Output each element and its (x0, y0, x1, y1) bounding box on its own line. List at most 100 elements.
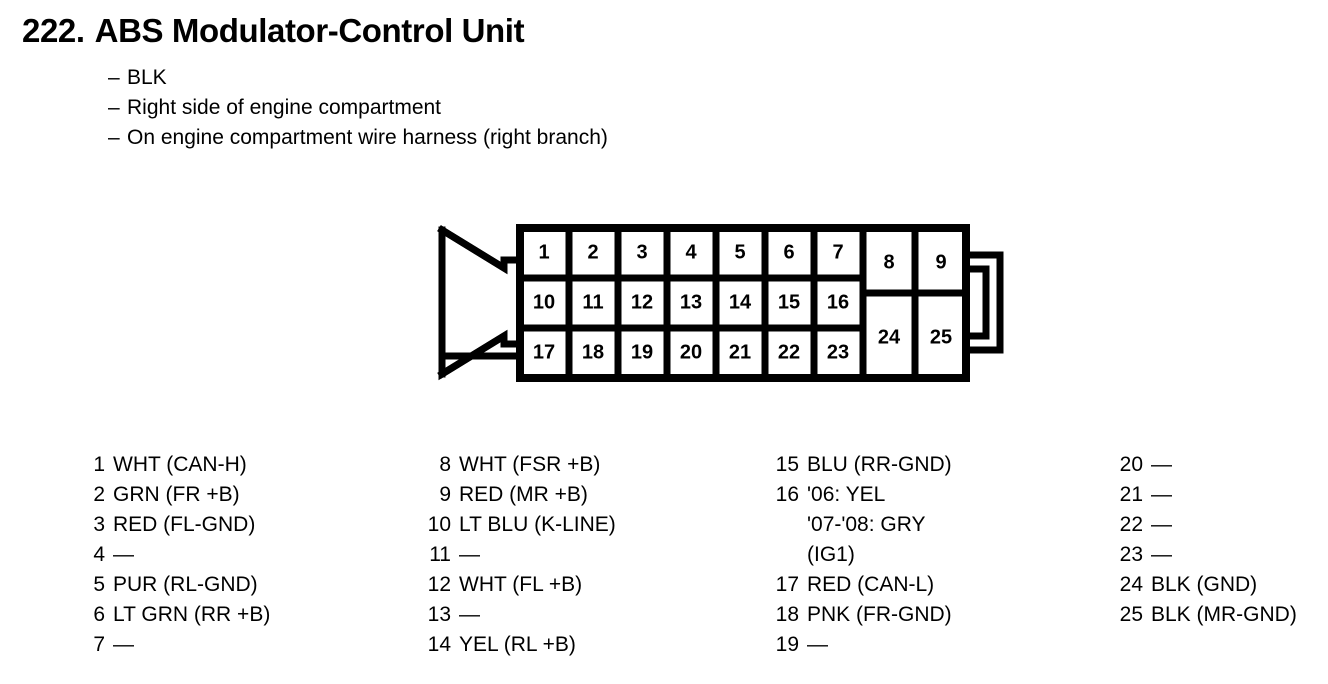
legend-pin-desc: RED (FL-GND) (113, 513, 256, 536)
legend-pin-desc: PNK (FR-GND) (807, 603, 952, 626)
pin-cell-label: 15 (778, 291, 800, 313)
legend-entry: 21 — (1116, 480, 1297, 510)
legend-pin-desc: — (113, 633, 134, 656)
legend-entry: 24 BLK (GND) (1116, 570, 1297, 600)
pin-cell-label: 9 (935, 251, 946, 273)
legend-entry: 6 LT GRN (RR +B) (88, 600, 270, 630)
legend-pin-desc: LT BLU (K-LINE) (459, 513, 616, 536)
legend-entry: 16 '06: YEL (772, 480, 952, 510)
connector-latch-bracket (962, 251, 1004, 354)
pin-cell-label: 23 (827, 341, 849, 363)
legend-column: 8 WHT (FSR +B) 9 RED (MR +B) 10 LT BLU (… (424, 450, 616, 660)
legend-pin-desc: — (1151, 453, 1172, 476)
legend-entry: 19 — (772, 630, 952, 660)
legend-pin-number: 8 (439, 453, 451, 476)
legend-column: 15 BLU (RR-GND) 16 '06: YEL '07-'08: GRY… (772, 450, 952, 660)
legend-pin-number: 5 (93, 573, 105, 596)
pin-cell-label: 13 (680, 291, 702, 313)
legend-pin-desc: — (459, 603, 480, 626)
pin-cell-label: 2 (587, 241, 598, 263)
pin-cell-label: 7 (832, 241, 843, 263)
bullet-dash-icon: – (108, 126, 120, 149)
subtitle-item: – BLK (108, 63, 808, 93)
legend-pin-number: 12 (427, 573, 451, 596)
legend-pin-desc: GRN (FR +B) (113, 483, 240, 506)
connector-boot-outline (437, 225, 524, 275)
legend-pin-desc: — (807, 633, 828, 656)
connector-latch-inner (962, 265, 990, 340)
legend-entry: 7 — (88, 630, 270, 660)
connector-body-outline (516, 224, 970, 382)
legend-entry: 23 — (1116, 540, 1297, 570)
pin-cell-label: 12 (631, 291, 653, 313)
legend-pin-number: 21 (1119, 483, 1143, 506)
legend-pin-number: 6 (93, 603, 105, 626)
pin-cell-label: 14 (729, 291, 752, 313)
bullet-dash-icon: – (108, 96, 120, 119)
legend-pin-number: 11 (429, 543, 451, 566)
legend-pin-number: 16 (775, 483, 799, 506)
legend-pin-number: 24 (1119, 573, 1143, 596)
pin-cell-label: 11 (582, 291, 603, 313)
pin-cell-label: 1 (538, 241, 549, 263)
legend-pin-subline: '07-'08: GRY (807, 513, 926, 536)
legend-pin-number: 13 (427, 603, 451, 626)
legend-pin-number: 15 (775, 453, 799, 476)
legend-entry: 1 WHT (CAN-H) (88, 450, 270, 480)
connector-pinout-diagram: 1 2 3 4 5 6 7 10 11 12 13 14 15 16 17 18… (432, 222, 1012, 392)
legend-pin-number: 14 (427, 633, 451, 656)
pin-cell-label: 10 (533, 291, 555, 313)
legend-pin-desc: — (1151, 483, 1172, 506)
legend-pin-desc: YEL (RL +B) (459, 633, 576, 656)
pin-cell-label: 16 (827, 291, 849, 313)
pin-cell-label: 18 (582, 341, 604, 363)
subtitle-text: BLK (127, 66, 167, 89)
bullet-dash-icon: – (108, 66, 120, 89)
legend-pin-number: 18 (775, 603, 799, 626)
legend-pin-number: 23 (1119, 543, 1143, 566)
legend-pin-desc: RED (CAN-L) (807, 573, 935, 596)
legend-pin-desc: WHT (CAN-H) (113, 453, 247, 476)
legend-pin-number: 19 (775, 633, 799, 656)
legend-pin-number: 7 (93, 633, 105, 656)
legend-column: 20 — 21 — 22 — 23 — 24 BLK (GND) 25 BLK … (1116, 450, 1297, 630)
legend-entry: 2 GRN (FR +B) (88, 480, 270, 510)
legend-entry: 9 RED (MR +B) (424, 480, 616, 510)
legend-pin-subline: (IG1) (807, 543, 855, 566)
legend-pin-desc: RED (MR +B) (459, 483, 588, 506)
legend-pin-desc: — (113, 543, 134, 566)
legend-entry: 17 RED (CAN-L) (772, 570, 952, 600)
legend-pin-desc: BLK (MR-GND) (1151, 603, 1297, 626)
subtitle-item: – On engine compartment wire harness (ri… (108, 123, 808, 153)
legend-entry: 11 — (424, 540, 616, 570)
subtitle-text: On engine compartment wire harness (righ… (127, 126, 608, 149)
legend-pin-desc: BLK (GND) (1151, 573, 1258, 596)
legend-pin-desc: '06: YEL (807, 483, 886, 506)
subtitle-item: – Right side of engine compartment (108, 93, 808, 123)
legend-entry: 15 BLU (RR-GND) (772, 450, 952, 480)
legend-pin-number: 17 (775, 573, 799, 596)
subtitle-text: Right side of engine compartment (127, 96, 442, 119)
legend-entry: 14 YEL (RL +B) (424, 630, 616, 660)
legend-pin-number: 22 (1119, 513, 1143, 536)
legend-entry: 25 BLK (MR-GND) (1116, 600, 1297, 630)
legend-entry: 20 — (1116, 450, 1297, 480)
pin-cell-label: 6 (783, 241, 794, 263)
pin-legend: 1 WHT (CAN-H) 2 GRN (FR +B) 3 RED (FL-GN… (0, 450, 1328, 660)
pin-cell-label: 24 (878, 326, 901, 348)
legend-entry: 12 WHT (FL +B) (424, 570, 616, 600)
pin-cell-label: 21 (729, 341, 751, 363)
pin-cell-label: 22 (778, 341, 800, 363)
legend-entry: 4 — (88, 540, 270, 570)
legend-entry: 22 — (1116, 510, 1297, 540)
legend-pin-number: 2 (93, 483, 105, 506)
legend-pin-number: 1 (93, 453, 105, 476)
legend-entry: 13 — (424, 600, 616, 630)
legend-entry: 8 WHT (FSR +B) (424, 450, 616, 480)
subtitle-list: – BLK – Right side of engine compartment… (108, 63, 808, 153)
legend-column: 1 WHT (CAN-H) 2 GRN (FR +B) 3 RED (FL-GN… (88, 450, 270, 660)
pin-cell-label: 5 (734, 241, 745, 263)
pin-cell-label: 17 (533, 341, 555, 363)
legend-entry: 5 PUR (RL-GND) (88, 570, 270, 600)
legend-pin-desc: — (1151, 543, 1172, 566)
